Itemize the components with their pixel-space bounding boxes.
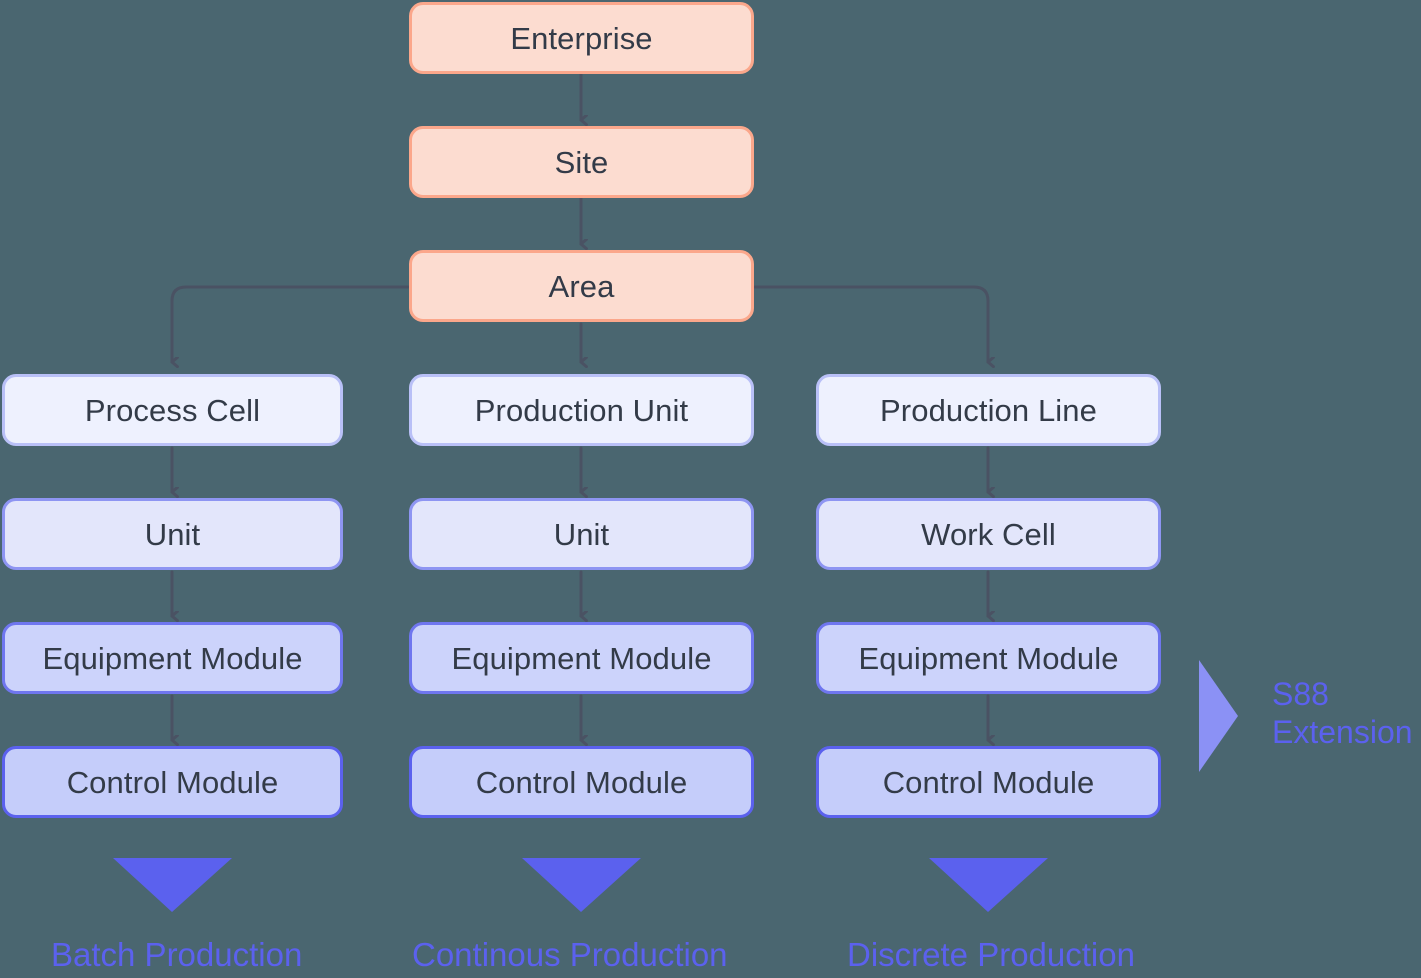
node-site[interactable]: Site bbox=[409, 126, 754, 198]
node-site-label: Site bbox=[554, 144, 609, 180]
edge-area-production-line bbox=[753, 285, 988, 362]
outcome-arrow-batch bbox=[113, 858, 232, 912]
node-production-unit[interactable]: Production Unit bbox=[409, 374, 754, 446]
outcome-label-continous: Continous Production bbox=[412, 936, 728, 973]
s88-extension-line2: Extension bbox=[1272, 713, 1413, 750]
node-process-cell[interactable]: Process Cell bbox=[2, 374, 343, 446]
node-unit-batch[interactable]: Unit bbox=[2, 498, 343, 570]
node-control-module-discrete[interactable]: Control Module bbox=[816, 746, 1161, 818]
node-control-module-discrete-label: Control Module bbox=[882, 764, 1095, 800]
node-unit-continous-label: Unit bbox=[553, 516, 610, 552]
node-control-module-continous[interactable]: Control Module bbox=[409, 746, 754, 818]
s88-extension-line1: S88 bbox=[1272, 676, 1329, 712]
node-enterprise[interactable]: Enterprise bbox=[409, 2, 754, 74]
edge-area-process-cell bbox=[170, 285, 410, 362]
node-equipment-module-continous-label: Equipment Module bbox=[451, 640, 712, 676]
node-equipment-module-discrete-label: Equipment Module bbox=[858, 640, 1119, 676]
node-unit-batch-label: Unit bbox=[144, 516, 201, 552]
node-area[interactable]: Area bbox=[409, 250, 754, 322]
node-work-cell[interactable]: Work Cell bbox=[816, 498, 1161, 570]
node-production-line[interactable]: Production Line bbox=[816, 374, 1161, 446]
node-equipment-module-discrete[interactable]: Equipment Module bbox=[816, 622, 1161, 694]
outcome-arrow-discrete bbox=[929, 858, 1048, 912]
node-work-cell-label: Work Cell bbox=[921, 516, 1056, 552]
node-production-unit-label: Production Unit bbox=[474, 392, 689, 428]
node-control-module-batch-label: Control Module bbox=[66, 764, 279, 800]
outcome-arrow-group bbox=[113, 858, 1048, 912]
right-triangle-icon bbox=[1199, 660, 1238, 772]
node-control-module-batch[interactable]: Control Module bbox=[2, 746, 343, 818]
outcome-arrow-continous bbox=[522, 858, 641, 912]
outcome-label-batch: Batch Production bbox=[51, 936, 303, 973]
node-process-cell-label: Process Cell bbox=[84, 392, 261, 428]
node-production-line-label: Production Line bbox=[880, 392, 1097, 428]
node-unit-continous[interactable]: Unit bbox=[409, 498, 754, 570]
node-equipment-module-batch-label: Equipment Module bbox=[42, 640, 303, 676]
node-enterprise-label: Enterprise bbox=[510, 20, 653, 56]
node-control-module-continous-label: Control Module bbox=[475, 764, 688, 800]
outcome-label-discrete: Discrete Production bbox=[847, 936, 1135, 973]
node-area-label: Area bbox=[548, 268, 615, 304]
node-equipment-module-continous[interactable]: Equipment Module bbox=[409, 622, 754, 694]
node-equipment-module-batch[interactable]: Equipment Module bbox=[2, 622, 343, 694]
s88-extension-annotation: S88 Extension bbox=[1272, 676, 1413, 752]
